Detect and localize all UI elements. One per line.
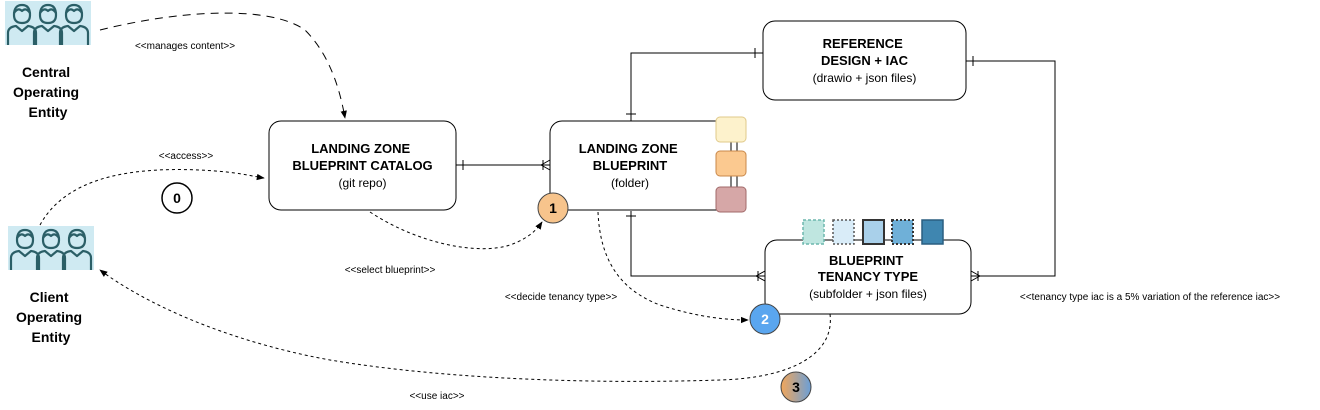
blueprint-box-title: LANDING ZONE BLUEPRINT	[579, 141, 682, 173]
label-decide-tenancy: <<decide tenancy type>>	[505, 292, 617, 303]
step-3-label: 3	[792, 379, 800, 395]
catalog-box-subtitle: (git repo)	[338, 176, 386, 190]
edge-manages-content	[99, 12, 347, 119]
reference-box-title: REFERENCE DESIGN + IAC	[821, 36, 909, 68]
step-2-label: 2	[761, 311, 769, 327]
blueprint-swatch-light	[715, 116, 747, 143]
client-actor-name: Client Operating Entity	[16, 289, 86, 345]
client-operating-entity: Client Operating Entity	[8, 226, 94, 345]
edge-select-blueprint	[369, 211, 543, 250]
blueprint-box-subtitle: (folder)	[611, 176, 649, 190]
tenancy-box[interactable]: BLUEPRINT TENANCY TYPE (subfolder + json…	[764, 219, 972, 315]
label-variation: <<tenancy type iac is a 5% variation of …	[1020, 292, 1280, 303]
tenancy-box-subtitle: (subfolder + json files)	[809, 287, 927, 301]
central-operating-entity: Central Operating Entity	[5, 1, 91, 120]
crowfoot-tenancy-right	[970, 270, 981, 282]
central-actor-name: Central Operating Entity	[13, 64, 83, 120]
tenancy-swatch-2	[832, 219, 855, 245]
dashed-connectors	[39, 12, 831, 382]
crowfoot-blueprint-end	[540, 159, 551, 171]
crowfoot-tenancy-left	[755, 270, 766, 282]
step-0-label: 0	[173, 190, 181, 206]
catalog-box-title: LANDING ZONE BLUEPRINT CATALOG	[292, 141, 432, 173]
label-access: <<access>>	[159, 151, 214, 162]
reference-box[interactable]: REFERENCE DESIGN + IAC (drawio + json fi…	[762, 20, 967, 101]
step-2-marker: 2	[749, 303, 781, 335]
label-use-iac: <<use iac>>	[409, 391, 464, 402]
tenancy-swatch-3	[862, 219, 885, 245]
label-select-blueprint: <<select blueprint>>	[345, 265, 436, 276]
solid-connectors	[456, 48, 1056, 282]
edge-use-iac	[99, 269, 831, 382]
blueprint-box[interactable]: LANDING ZONE BLUEPRINT (folder)	[549, 116, 747, 213]
step-3-marker: 3	[780, 371, 812, 403]
step-0-marker: 0	[161, 182, 193, 214]
edge-decide-tenancy	[597, 211, 749, 324]
blueprint-swatch-orange	[715, 150, 747, 177]
catalog-box-frame	[268, 120, 457, 211]
label-manages-content: <<manages content>>	[135, 41, 235, 52]
tenancy-swatch-5	[921, 219, 944, 245]
catalog-box[interactable]: LANDING ZONE BLUEPRINT CATALOG (git repo…	[268, 120, 457, 211]
step-1-marker: 1	[537, 192, 569, 224]
blueprint-swatch-stack	[715, 116, 747, 213]
step-1-label: 1	[549, 200, 557, 216]
reference-box-frame	[762, 20, 967, 101]
edge-reference-to-tenancy	[966, 60, 1056, 277]
edge-access	[39, 169, 265, 226]
tenancy-swatch-1	[802, 219, 825, 245]
tenancy-swatch-row	[802, 219, 944, 245]
blueprint-swatch-rose	[715, 186, 747, 213]
edge-blueprint-to-tenancy	[630, 211, 765, 277]
reference-box-subtitle: (drawio + json files)	[813, 71, 917, 85]
tenancy-box-title: BLUEPRINT TENANCY TYPE	[818, 253, 918, 284]
edge-blueprint-to-reference	[630, 52, 763, 121]
tenancy-swatch-4	[891, 219, 914, 245]
